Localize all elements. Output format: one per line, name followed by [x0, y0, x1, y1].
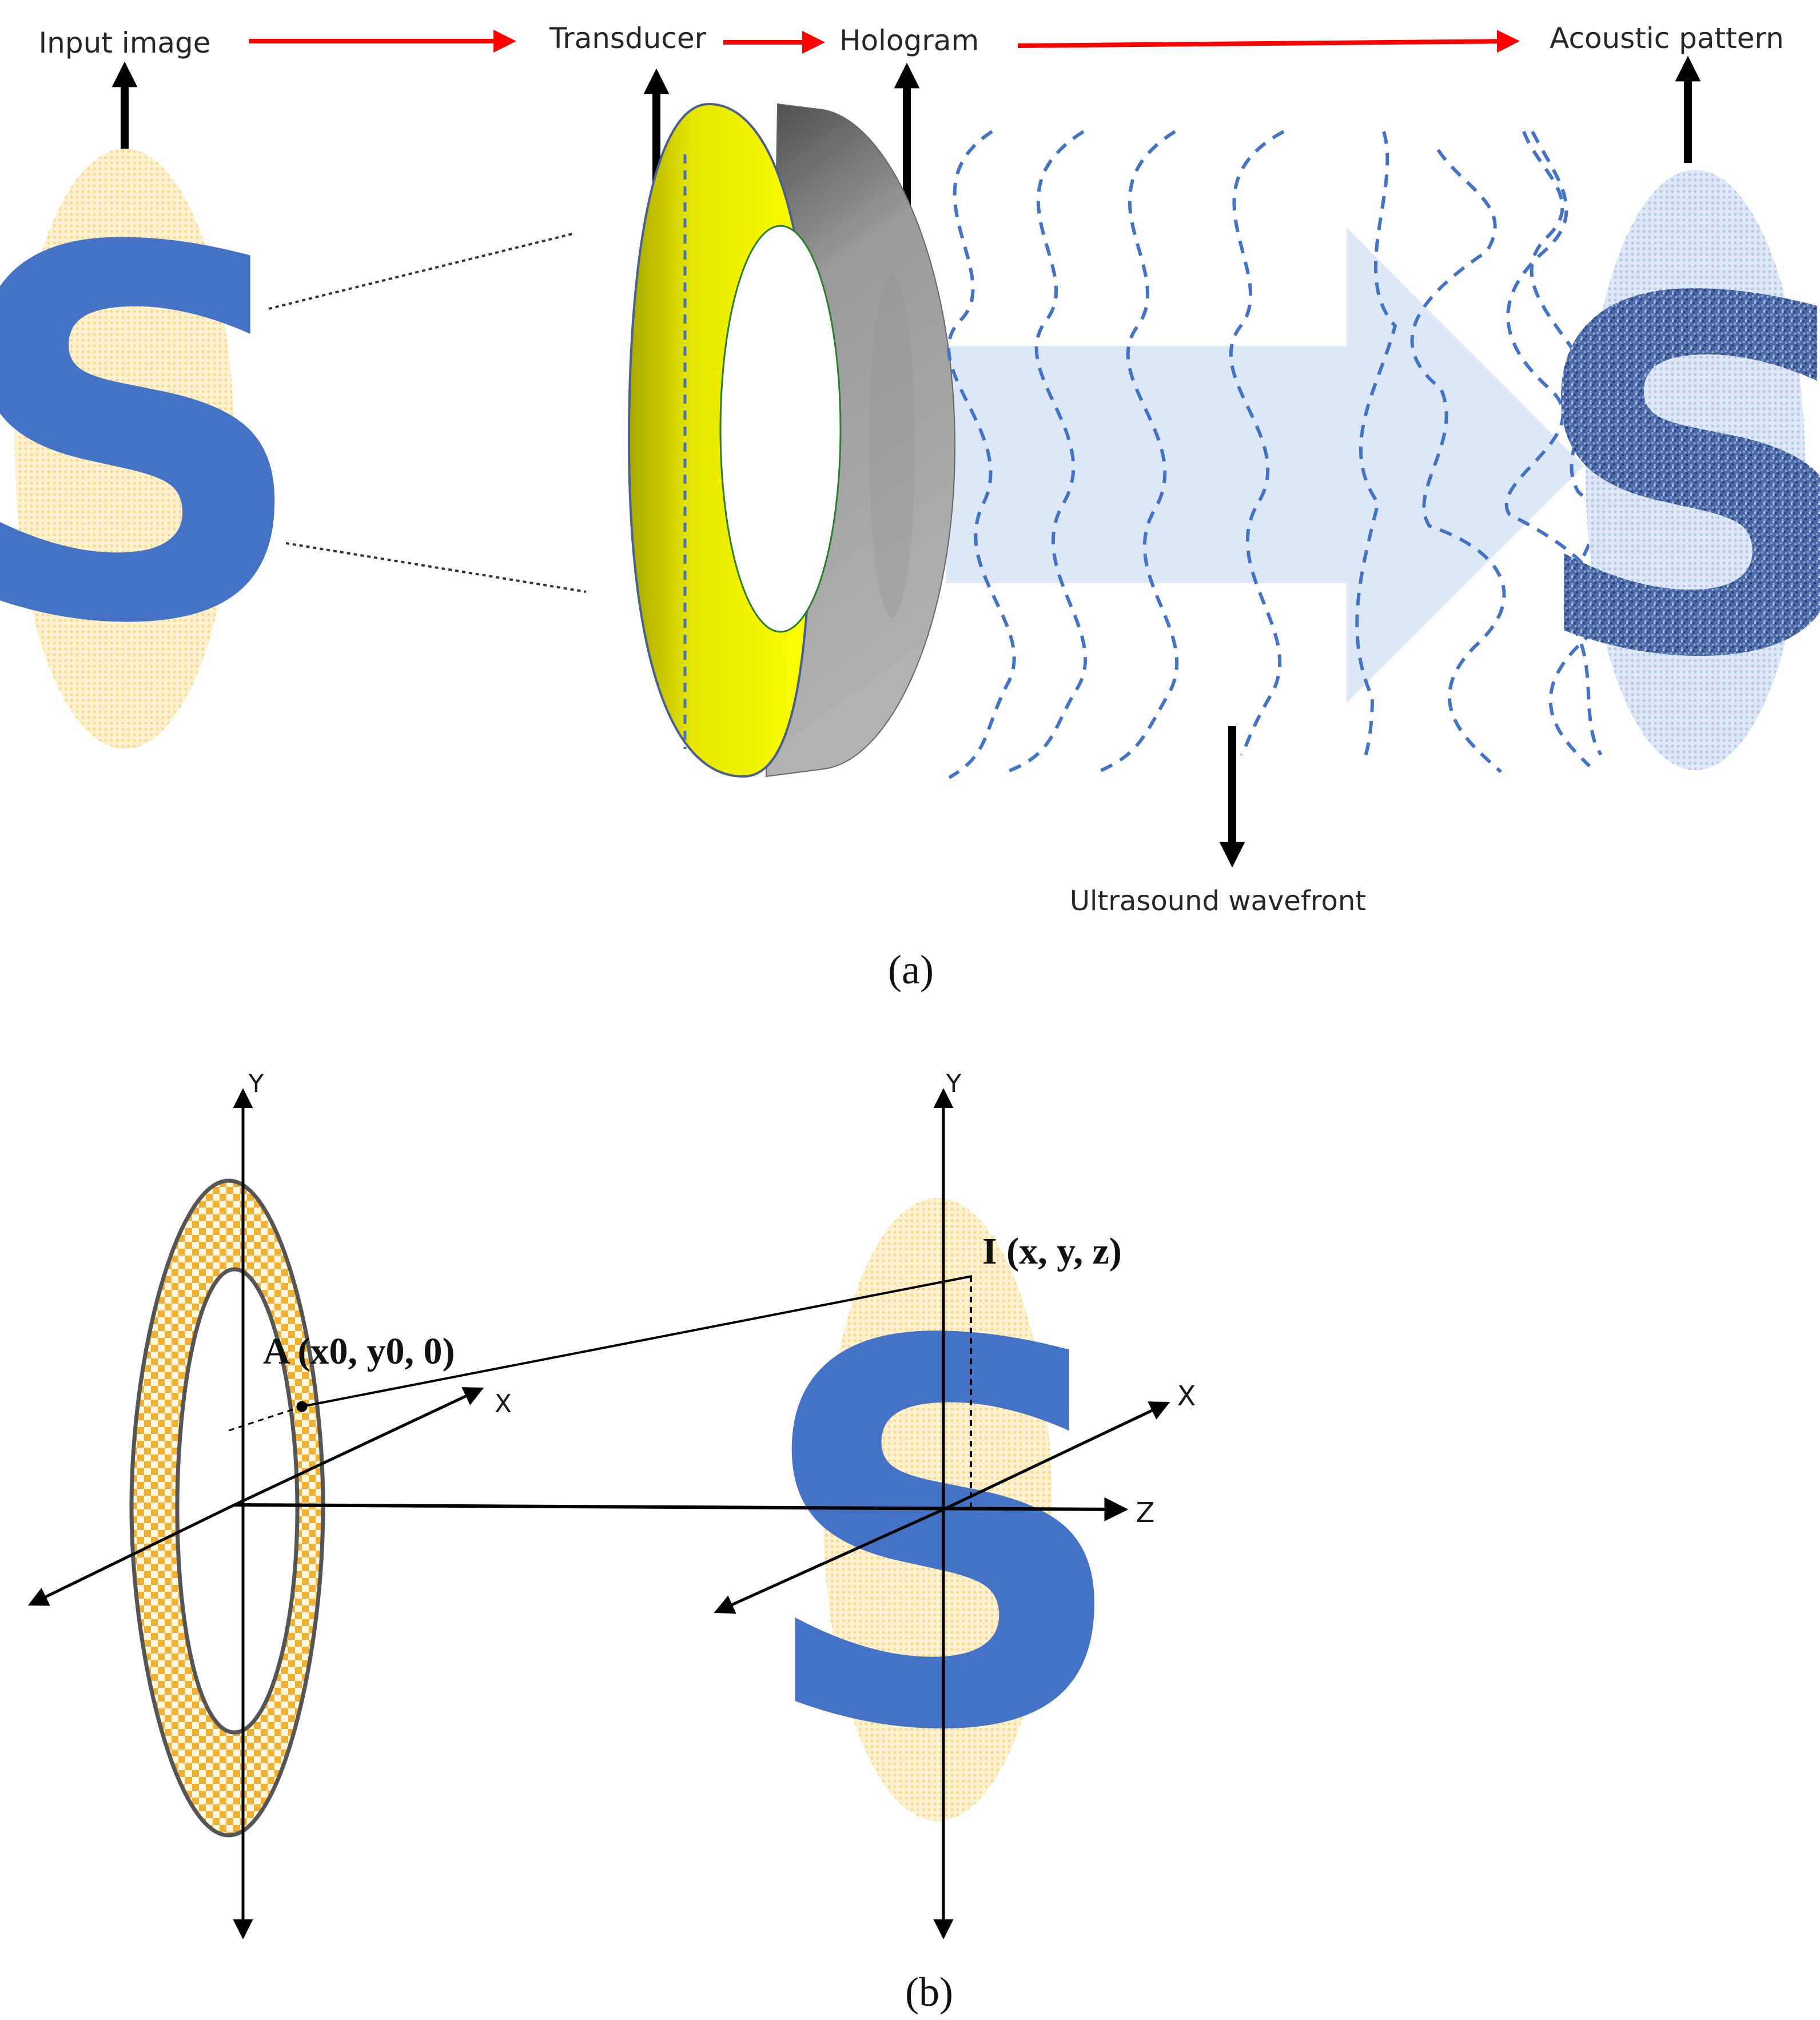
a-dashed-guide	[228, 1405, 302, 1432]
left-y-label: Y	[248, 1069, 264, 1098]
left-x-label: X	[495, 1389, 512, 1419]
ultrasound-wavefront-label: Ultrasound wavefront	[1070, 885, 1366, 917]
panel-a: Input image Transducer Hologram Acoustic…	[0, 22, 1820, 993]
z-label: Z	[1136, 1497, 1155, 1529]
left-depth-axis	[27, 1503, 236, 1606]
caption-b: (b)	[905, 1969, 953, 2015]
projection-lines	[268, 232, 587, 593]
input-s-letter: S	[0, 142, 312, 735]
ultrasound-wavefronts	[947, 130, 1603, 779]
panel-b: Y X S Z Y X A (x0, y0, 0) I (x, y, z) (b…	[27, 1069, 1196, 2015]
right-axes	[714, 1088, 1170, 1939]
acoustic-s-letter: S	[1526, 198, 1820, 764]
point-a-label: A (x0, y0, 0)	[263, 1330, 455, 1372]
acoustic-pattern-ellipse	[1586, 170, 1805, 770]
acoustic-pattern-label: Acoustic pattern	[1550, 22, 1784, 55]
right-x-label: X	[1177, 1380, 1196, 1412]
transducer-label: Transducer	[549, 22, 707, 55]
caption-a: (a)	[888, 947, 934, 993]
z-axis	[234, 1497, 1129, 1521]
transducer-hologram-ring	[627, 102, 956, 778]
left-axes	[27, 1088, 484, 1939]
left-x-axis	[233, 1387, 484, 1507]
arrow-hologram-to-pattern	[1017, 30, 1520, 53]
right-y-label: Y	[946, 1069, 962, 1098]
point-connections	[228, 1275, 973, 1509]
input-image-label: Input image	[38, 26, 210, 59]
point-i-label: I (x, y, z)	[982, 1230, 1122, 1272]
input-image-ellipse	[15, 149, 234, 749]
right-x-axis	[942, 1401, 1170, 1511]
hologram-label: Hologram	[839, 24, 979, 57]
point-a-marker	[296, 1401, 308, 1412]
flow-arrows	[249, 30, 1520, 54]
propagation-arrow	[946, 228, 1584, 703]
a-to-i-line	[301, 1275, 973, 1408]
right-depth-axis	[714, 1508, 945, 1614]
